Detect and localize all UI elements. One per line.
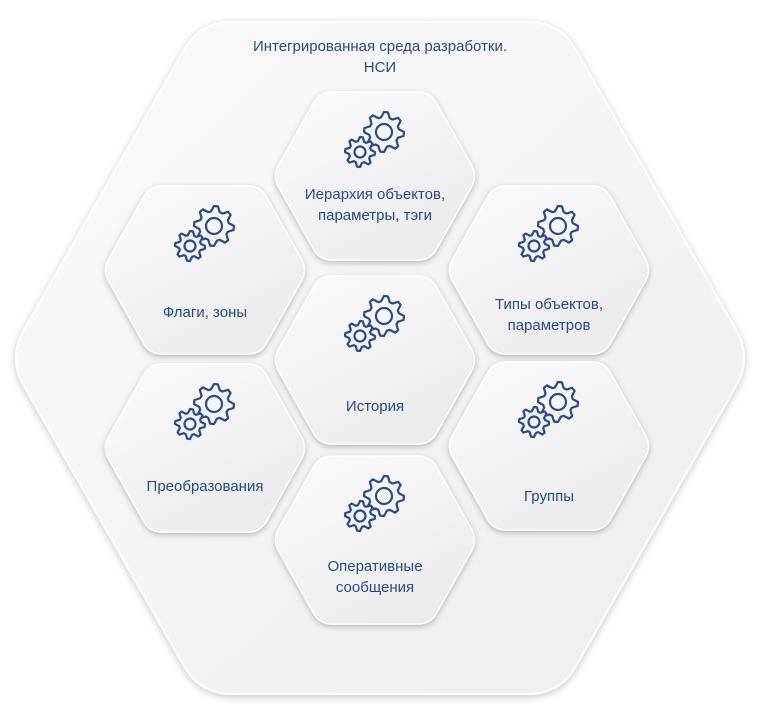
module-label-line-1: Оперативные [327, 558, 423, 575]
module-label-line-2: параметров [507, 317, 591, 334]
module-label-line-1: История [345, 398, 405, 415]
gears-icon [173, 204, 236, 263]
gears-icon [517, 204, 580, 263]
gears-icon [343, 110, 406, 169]
gears-icon [517, 380, 580, 439]
module-messages: Оперативные сообщения [270, 450, 480, 630]
module-label-line-1: Флаги, зоны [162, 304, 248, 321]
module-history: История [270, 270, 480, 450]
title-line-2: НСИ [363, 59, 397, 76]
module-label-line-1: Преобразования [146, 478, 264, 495]
module-label-line-1: Типы объектов, [494, 296, 604, 313]
module-flags: Флаги, зоны [100, 180, 310, 360]
module-label-line-1: Группы [524, 488, 574, 505]
module-label-line-1: Иерархия объектов, [304, 186, 446, 203]
module-label-line-2: сообщения [335, 579, 415, 596]
module-groups: Группы [444, 356, 654, 536]
gears-icon [173, 382, 236, 441]
title-line-1: Интегрированная среда разработки. [252, 38, 508, 55]
module-transforms: Преобразования [100, 358, 310, 538]
gears-icon [343, 294, 406, 353]
page-title: Интегрированная среда разработки. НСИ [180, 36, 580, 78]
module-types: Типы объектов, параметров [444, 180, 654, 360]
gears-icon [343, 474, 406, 533]
module-hierarchy: Иерархия объектов, параметры, тэги [270, 86, 480, 266]
module-label-line-2: параметры, тэги [317, 207, 432, 224]
